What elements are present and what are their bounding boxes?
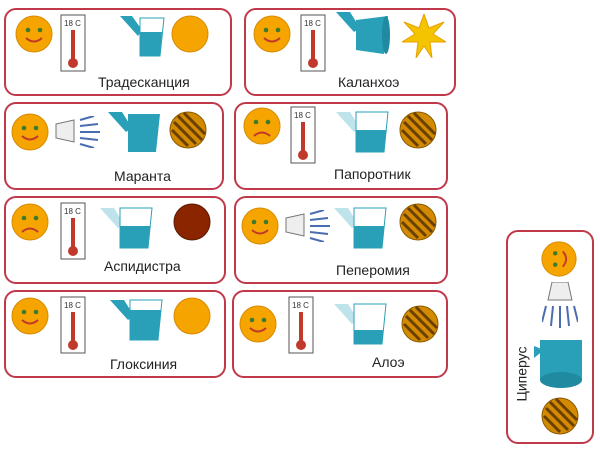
- spray-icon-rotated: [542, 282, 578, 328]
- happy-smiley-icon: [253, 15, 291, 53]
- watering-can-full-icon-rotated: [534, 340, 582, 388]
- plant-name-kalanchoe: Каланхоэ: [338, 74, 400, 90]
- dark-sun-icon: [173, 203, 211, 241]
- striped-sun-icon: [401, 305, 439, 343]
- thermometer-icon: 18 C: [290, 106, 316, 164]
- striped-sun-icon: [541, 397, 579, 435]
- plant-name-aloe: Алоэ: [372, 354, 405, 370]
- happy-smiley-icon: [11, 113, 49, 151]
- watering-can-half-icon: [100, 207, 153, 249]
- watering-can-half-icon: [334, 207, 387, 249]
- sun-burst-icon: [402, 14, 446, 58]
- sun-icon: [171, 15, 209, 53]
- thermometer-icon: 18 C: [288, 296, 314, 354]
- plant-name-tradescantia: Традесканция: [98, 74, 190, 90]
- striped-sun-icon: [399, 203, 437, 241]
- sad-smiley-icon: [243, 107, 281, 145]
- watering-can-full-icon: [108, 112, 160, 152]
- plant-name-maranta: Маранта: [114, 168, 171, 184]
- thermometer-reading: 18 C: [292, 301, 309, 310]
- plant-name-fern: Папоротник: [334, 166, 411, 182]
- thermometer-reading: 18 C: [294, 111, 311, 120]
- thermometer-icon: 18 C: [60, 202, 86, 260]
- thermometer-icon: 18 C: [60, 296, 86, 354]
- happy-smiley-icon: [11, 297, 49, 335]
- thermometer-reading: 18 C: [304, 19, 321, 28]
- watering-can-low-icon: [334, 303, 387, 345]
- happy-smiley-icon: [239, 305, 277, 343]
- plant-name-aspidistra: Аспидистра: [104, 258, 181, 274]
- watering-can-full-icon: [120, 16, 165, 57]
- plant-name-cyperus: Циперус: [513, 346, 530, 402]
- sun-icon: [173, 297, 211, 335]
- striped-sun-icon: [399, 111, 437, 149]
- striped-sun-icon: [169, 111, 207, 149]
- thermometer-reading: 18 C: [64, 19, 81, 28]
- plant-name-peperomia: Пеперомия: [336, 262, 410, 278]
- sad-smiley-icon: [11, 203, 49, 241]
- thermometer-reading: 18 C: [64, 207, 81, 216]
- thermometer-icon: 18 C: [300, 14, 326, 72]
- thermometer-icon: 18 C: [60, 14, 86, 72]
- spray-icon: [285, 210, 330, 242]
- happy-smiley-icon-rotated: [541, 241, 577, 277]
- watering-can-full-icon: [110, 299, 163, 341]
- watering-can-half-icon: [336, 111, 389, 153]
- watering-can-pouring-icon: [336, 12, 390, 54]
- spray-icon: [55, 116, 100, 148]
- thermometer-reading: 18 C: [64, 301, 81, 310]
- happy-smiley-icon: [241, 207, 279, 245]
- plant-name-gloxinia: Глоксиния: [110, 356, 178, 372]
- happy-smiley-icon: [15, 15, 53, 53]
